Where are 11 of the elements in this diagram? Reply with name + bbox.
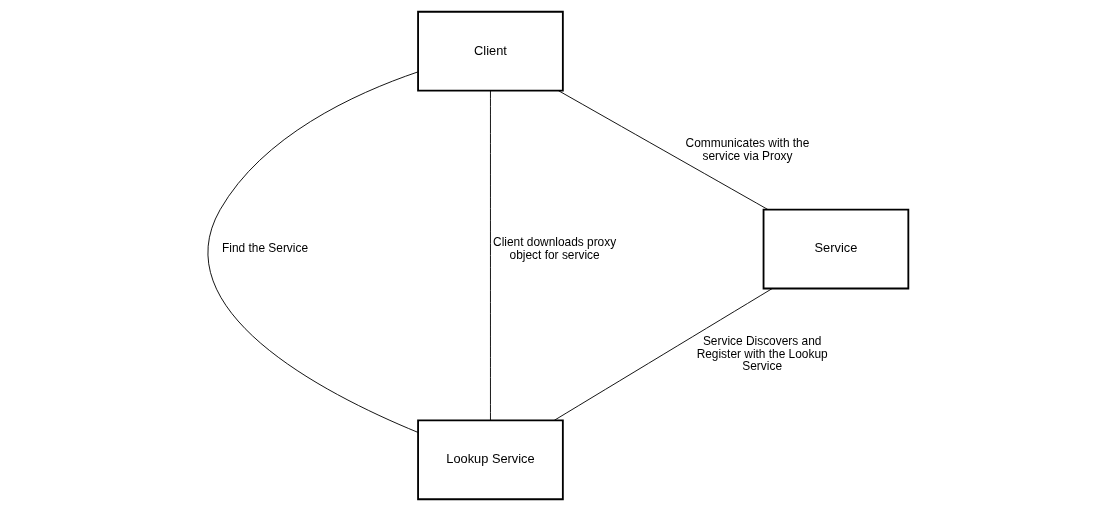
connector	[490, 90, 491, 421]
connector	[557, 90, 769, 211]
edge-label: Service Discovers and Register with the Lookup Service	[696, 333, 828, 374]
connector	[207, 71, 419, 433]
edge-label: Client downloads proxy object for service	[493, 234, 617, 262]
node-box: Lookup Service	[417, 419, 564, 501]
node-box: Client	[417, 10, 564, 92]
node-box: Service	[762, 208, 910, 290]
edge-label: Find the Service	[222, 241, 309, 256]
connector	[553, 288, 773, 421]
edge-label: Communicates with the service via Proxy	[685, 135, 810, 163]
